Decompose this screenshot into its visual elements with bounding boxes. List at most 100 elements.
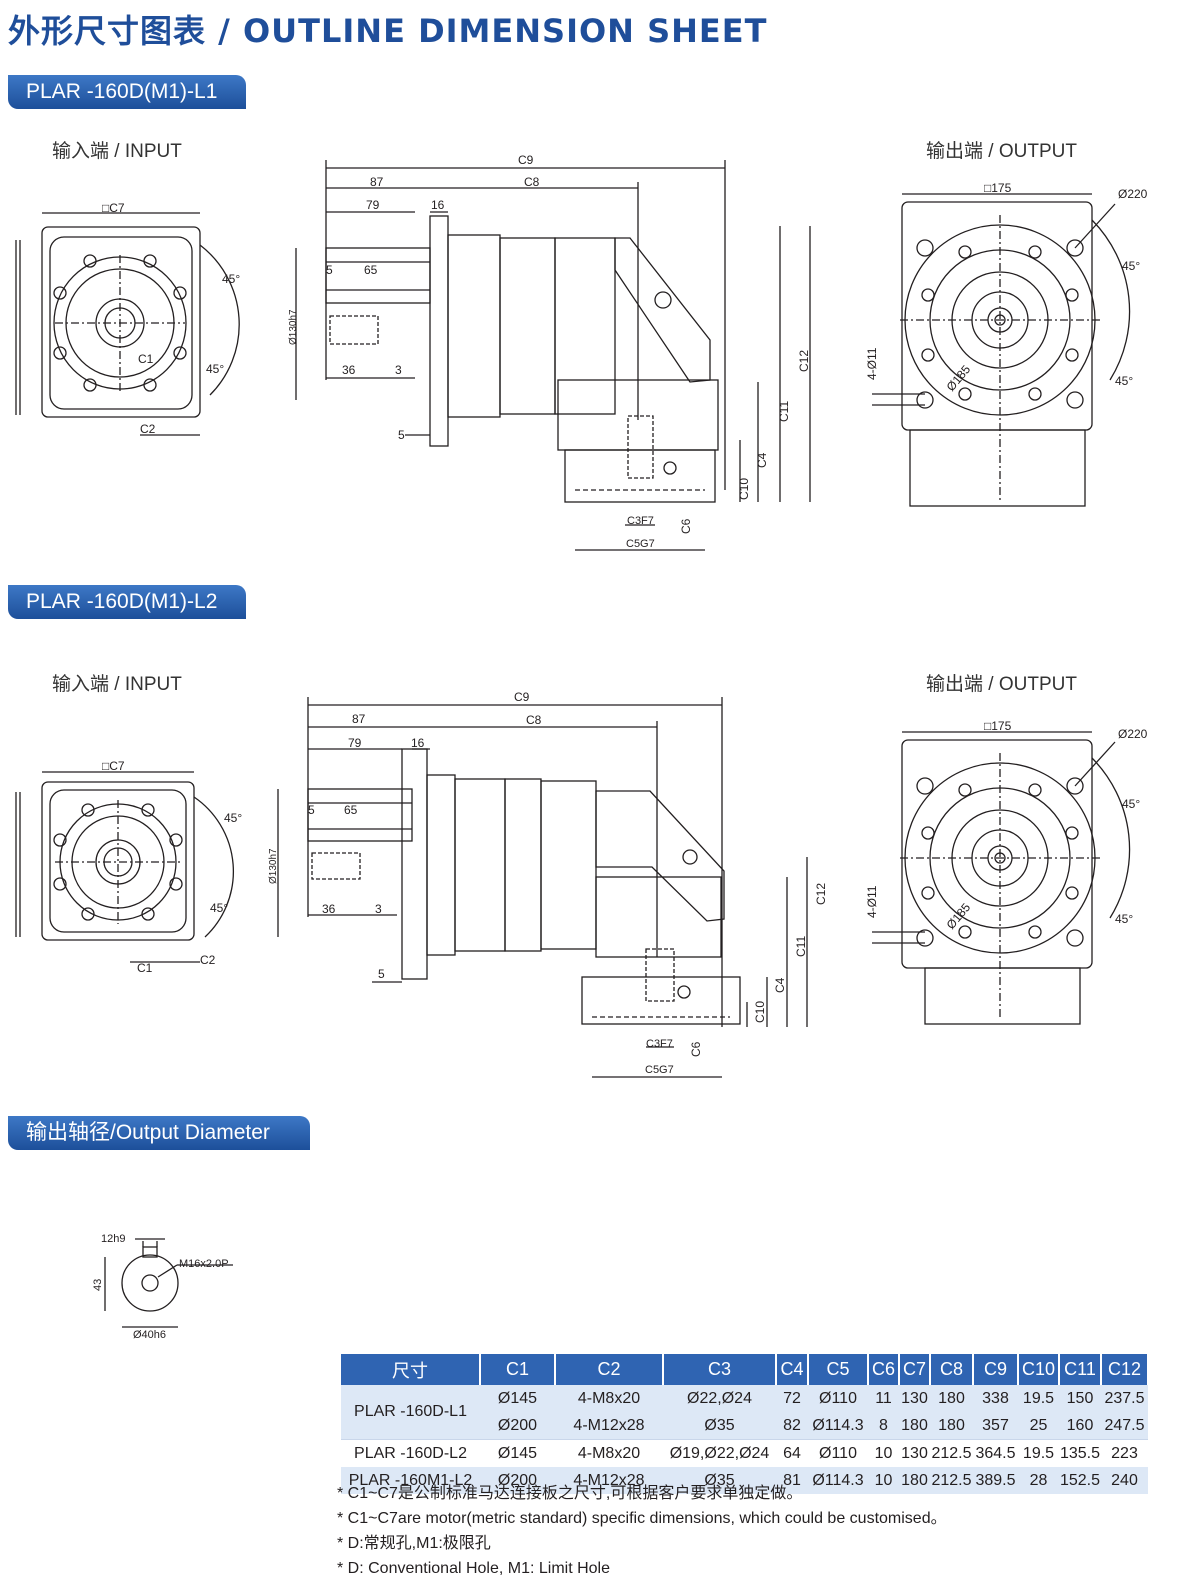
table-header: C6 bbox=[868, 1354, 900, 1385]
dim-c4-l2: C4 bbox=[773, 977, 787, 993]
table-cell: 180 bbox=[930, 1412, 973, 1440]
table-cell: 130 bbox=[899, 1385, 930, 1412]
model-tag-l2: PLAR -160D(M1)-L2 bbox=[8, 585, 246, 619]
dim-45b-out-l1: 45° bbox=[1115, 374, 1133, 388]
dim-c9-l1: C9 bbox=[518, 153, 534, 167]
table-cell: 180 bbox=[899, 1412, 930, 1440]
table-cell: 212.5 bbox=[930, 1439, 973, 1467]
table-cell: Ø114.3 bbox=[808, 1412, 868, 1440]
dim-c12-l1: C12 bbox=[797, 350, 811, 372]
table-row: PLAR -160D-L1 Ø145 4-M8x20 Ø22,Ø24 72 Ø1… bbox=[341, 1385, 1148, 1440]
table-cell: 4-M12x28 bbox=[555, 1467, 663, 1494]
dim-sq175-l2: □175 bbox=[984, 719, 1012, 733]
footnotes: * C1~C7是公制标准马达连接板之尺寸,可根据客户要求单独定做。 * C1~C… bbox=[337, 1481, 947, 1581]
dim-c8-l1: C8 bbox=[524, 175, 540, 189]
dim-5a-l2: 5 bbox=[308, 803, 315, 817]
dim-holes-l1: 4-Ø11 bbox=[865, 347, 879, 380]
dim-c10-l2: C10 bbox=[753, 1001, 767, 1023]
table-model-cell: PLAR -160D-L2 bbox=[341, 1439, 480, 1467]
dimension-table: 尺寸 C1 C2 C3 C4 C5 C6 C7 C8 C9 C10 C11 C1… bbox=[341, 1354, 1149, 1494]
dim-45a-l2: 45° bbox=[224, 811, 242, 825]
dim-dia130-l1: Ø130h7 bbox=[288, 309, 299, 345]
dim-45b-out-l2: 45° bbox=[1115, 912, 1133, 926]
output-view-drawing-l1: □175 Ø220 45° 45° Ø185 4-Ø11 bbox=[860, 180, 1160, 510]
table-cell: Ø19,Ø22,Ø24 bbox=[663, 1439, 776, 1467]
output-label-l1: 输出端 / OUTPUT bbox=[926, 141, 1077, 162]
output-shaft-drawing: 12h9 M16x2.0P 43 Ø40h6 bbox=[85, 1225, 255, 1345]
table-cell: 180 bbox=[930, 1385, 973, 1412]
table-cell: Ø110 bbox=[808, 1439, 868, 1467]
dim-c7-l2: □C7 bbox=[102, 759, 125, 773]
footnote: * D:常规孔,M1:极限孔 bbox=[337, 1535, 491, 1552]
table-cell: 240 bbox=[1101, 1467, 1148, 1494]
table-cell: 28 bbox=[1018, 1467, 1059, 1494]
table-row: Ø200 4-M12x28 Ø35 82 Ø114.3 8 180 180 35… bbox=[341, 1412, 1148, 1440]
dim-65-l2: 65 bbox=[344, 803, 358, 817]
shaft-key-dim: 12h9 bbox=[101, 1233, 125, 1245]
model-tag-l1: PLAR -160D(M1)-L1 bbox=[8, 75, 246, 109]
table-cell: 25 bbox=[1018, 1412, 1059, 1440]
table-cell: Ø35 bbox=[663, 1467, 776, 1494]
dim-c11-l1: C11 bbox=[777, 401, 791, 422]
dim-87-l1: 87 bbox=[370, 175, 384, 189]
dim-c11-l2: C11 bbox=[794, 936, 808, 957]
table-model-cell: PLAR -160D-L1 bbox=[341, 1385, 480, 1440]
dim-dia130-l2: Ø130h7 bbox=[268, 848, 279, 884]
dim-c8-l2: C8 bbox=[526, 713, 542, 727]
table-cell: 160 bbox=[1059, 1412, 1101, 1440]
table-header: C5 bbox=[808, 1354, 869, 1385]
dim-5b-l1: 5 bbox=[398, 428, 405, 442]
table-cell: 247.5 bbox=[1101, 1412, 1148, 1440]
table-cell: 237.5 bbox=[1101, 1385, 1148, 1412]
table-header: 尺寸 bbox=[341, 1354, 481, 1385]
dim-45b-l1: 45° bbox=[206, 362, 224, 376]
table-cell: Ø22,Ø24 bbox=[663, 1385, 776, 1412]
table-cell: Ø35 bbox=[663, 1412, 776, 1440]
table-header: C12 bbox=[1101, 1354, 1149, 1385]
table-header: C8 bbox=[930, 1354, 974, 1385]
table-cell: 19.5 bbox=[1018, 1385, 1059, 1412]
input-label-l2: 输入端 / INPUT bbox=[52, 674, 182, 695]
table-cell: Ø200 bbox=[480, 1412, 555, 1440]
table-cell: 212.5 bbox=[930, 1467, 973, 1494]
dim-65-l1: 65 bbox=[364, 263, 378, 277]
dim-3-l2: 3 bbox=[375, 902, 382, 916]
output-view-drawing-l2: □175 Ø220 45° 45° Ø185 4-Ø11 bbox=[860, 718, 1160, 1028]
dim-45b-l2: 45° bbox=[210, 901, 228, 915]
dim-c4-l1: C4 bbox=[755, 452, 769, 468]
shaft-height-dim: 43 bbox=[92, 1279, 104, 1291]
dim-c5-l1: C5G7 bbox=[626, 538, 655, 550]
table-cell: 338 bbox=[973, 1385, 1018, 1412]
table-model-cell: PLAR -160M1-L2 bbox=[341, 1467, 480, 1494]
table-cell: 72 bbox=[776, 1385, 808, 1412]
table-cell: 10 bbox=[868, 1439, 899, 1467]
table-header: C3 bbox=[663, 1354, 777, 1385]
table-cell: 364.5 bbox=[973, 1439, 1018, 1467]
table-cell: 357 bbox=[973, 1412, 1018, 1440]
table-cell: 8 bbox=[868, 1412, 899, 1440]
dim-c7-l1: □C7 bbox=[102, 201, 125, 215]
page-title: 外形尺寸图表 / OUTLINE DIMENSION SHEET bbox=[8, 12, 768, 50]
dim-5b-l2: 5 bbox=[378, 967, 385, 981]
table-row: PLAR -160M1-L2 Ø200 4-M12x28 Ø35 81 Ø114… bbox=[341, 1467, 1148, 1494]
dim-45a-l1: 45° bbox=[222, 272, 240, 286]
section-tag-output-diameter: 输出轴径/Output Diameter bbox=[8, 1116, 310, 1150]
dim-c3-l1: C3F7 bbox=[627, 515, 654, 527]
footnote: * D: Conventional Hole, M1: Limit Hole bbox=[337, 1560, 611, 1577]
table-cell: 82 bbox=[776, 1412, 808, 1440]
table-header: C7 bbox=[899, 1354, 931, 1385]
dim-c1-l1: C1 bbox=[138, 352, 154, 366]
dim-36-l2: 36 bbox=[322, 902, 336, 916]
dim-c3-l2: C3F7 bbox=[646, 1038, 673, 1050]
table-cell: 180 bbox=[899, 1467, 930, 1494]
table-header: C4 bbox=[776, 1354, 809, 1385]
table-cell: 19.5 bbox=[1018, 1439, 1059, 1467]
dim-87-l2: 87 bbox=[352, 712, 366, 726]
dim-c10-l1: C10 bbox=[737, 478, 751, 500]
dim-holes-l2: 4-Ø11 bbox=[865, 885, 879, 918]
dim-c2-l1: C2 bbox=[140, 422, 156, 436]
dim-c5-l2: C5G7 bbox=[645, 1064, 674, 1076]
table-cell: 130 bbox=[899, 1439, 930, 1467]
footnote: * C1~C7are motor(metric standard) specif… bbox=[337, 1510, 947, 1527]
dim-c1-l2: C1 bbox=[137, 961, 153, 975]
